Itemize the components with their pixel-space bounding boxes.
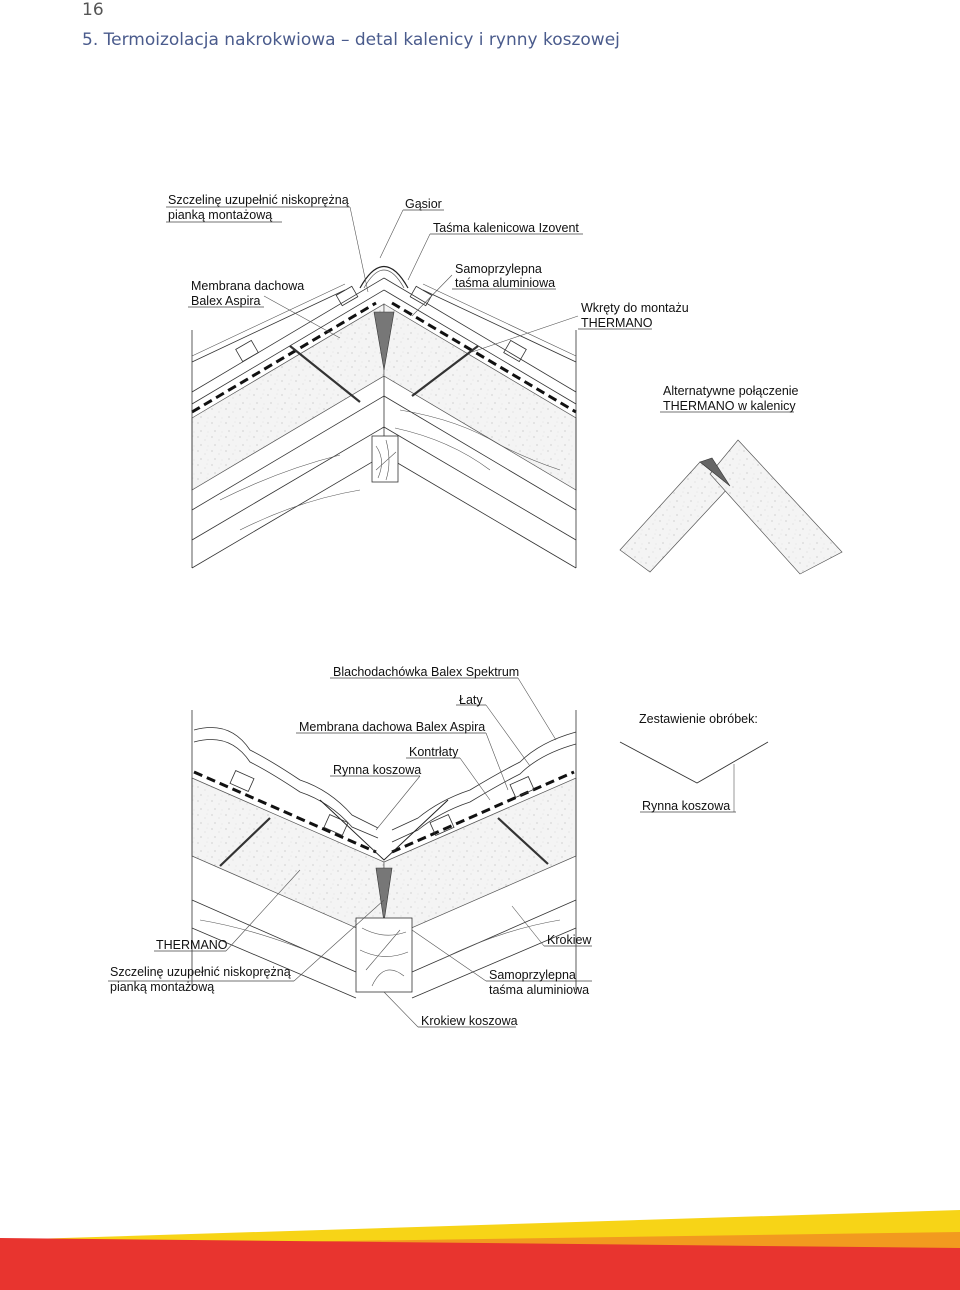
page-title: 5. Termoizolacja nakrokwiowa – detal kal… bbox=[82, 30, 620, 50]
label-ridge-tape: Taśma kalenicowa Izovent bbox=[433, 221, 579, 235]
label-membrane-1: Membrana dachowa bbox=[191, 279, 304, 293]
page-number: 16 bbox=[82, 0, 104, 20]
label-battens: Łaty bbox=[459, 693, 483, 707]
alternative-ridge-detail: Alternatywne połączenie THERMANO w kalen… bbox=[619, 384, 843, 575]
membrane-left bbox=[191, 301, 377, 414]
thermano-right bbox=[383, 303, 577, 491]
flashing-gutter-profile bbox=[619, 741, 769, 784]
label-alternative-1: Alternatywne połączenie bbox=[663, 384, 799, 398]
screw-right bbox=[411, 345, 479, 397]
membrane-right bbox=[391, 301, 577, 414]
label-valley-foam-1: Szczelinę uzupełnić niskoprężną bbox=[110, 965, 291, 979]
ridge-beam bbox=[371, 435, 399, 483]
foam-wedge bbox=[373, 311, 395, 371]
valley-screw-left bbox=[219, 817, 271, 867]
valley-screw-right bbox=[497, 817, 549, 865]
label-alternative-2: THERMANO w kalenicy bbox=[663, 399, 796, 413]
label-thermano: THERMANO bbox=[156, 938, 228, 952]
label-flashing-gutter: Rynna koszowa bbox=[642, 799, 730, 813]
label-counter-battens: Kontrłaty bbox=[409, 745, 459, 759]
label-foam-gap-1: Szczelinę uzupełnić niskoprężną bbox=[168, 193, 349, 207]
valley-detail: Blachodachówka Balex Spektrum Łaty Membr… bbox=[108, 665, 592, 1028]
label-membrane-2: Balex Aspira bbox=[191, 294, 261, 308]
flashing-detail: Zestawienie obróbek: Rynna koszowa bbox=[619, 712, 769, 813]
ridge-detail: Szczelinę uzupełnić niskoprężną pianką m… bbox=[166, 193, 794, 569]
label-alu-tape-2: taśma aluminiowa bbox=[455, 276, 555, 290]
label-rafter: Krokiew bbox=[547, 933, 592, 947]
alt-slab-left bbox=[619, 461, 731, 573]
label-ridge-tile: Gąsior bbox=[405, 197, 442, 211]
label-valley-gutter: Rynna koszowa bbox=[333, 763, 421, 777]
valley-thermano-right bbox=[383, 777, 577, 941]
label-screws-1: Wkręty do montażu bbox=[581, 301, 689, 315]
ridge-tile bbox=[359, 265, 409, 289]
valley-thermano-left bbox=[191, 777, 385, 941]
label-alu-tape-1: Samoprzylepna bbox=[455, 262, 542, 276]
screw-left bbox=[289, 345, 361, 403]
valley-membrane-left bbox=[193, 770, 377, 854]
label-valley-membrane: Membrana dachowa Balex Aspira bbox=[299, 720, 485, 734]
label-foam-gap-2: pianką montażową bbox=[168, 208, 272, 222]
valley-rafter bbox=[355, 917, 413, 993]
label-roofing: Blachodachówka Balex Spektrum bbox=[333, 665, 519, 679]
label-flashing-heading: Zestawienie obróbek: bbox=[639, 712, 758, 726]
valley-membrane-right bbox=[391, 770, 575, 854]
label-valley-alu-2: taśma aluminiowa bbox=[489, 983, 589, 997]
label-valley-alu-1: Samoprzylepna bbox=[489, 968, 576, 982]
valley-foam-wedge bbox=[375, 867, 393, 923]
footer-bands bbox=[0, 1210, 960, 1290]
label-valley-foam-2: pianką montażową bbox=[110, 980, 214, 994]
alt-slab-right bbox=[709, 439, 843, 575]
band-red bbox=[0, 1238, 960, 1290]
label-screws-2: THERMANO bbox=[581, 316, 653, 330]
alt-foam-wedge bbox=[699, 457, 731, 487]
label-valley-rafter: Krokiew koszowa bbox=[421, 1014, 518, 1028]
